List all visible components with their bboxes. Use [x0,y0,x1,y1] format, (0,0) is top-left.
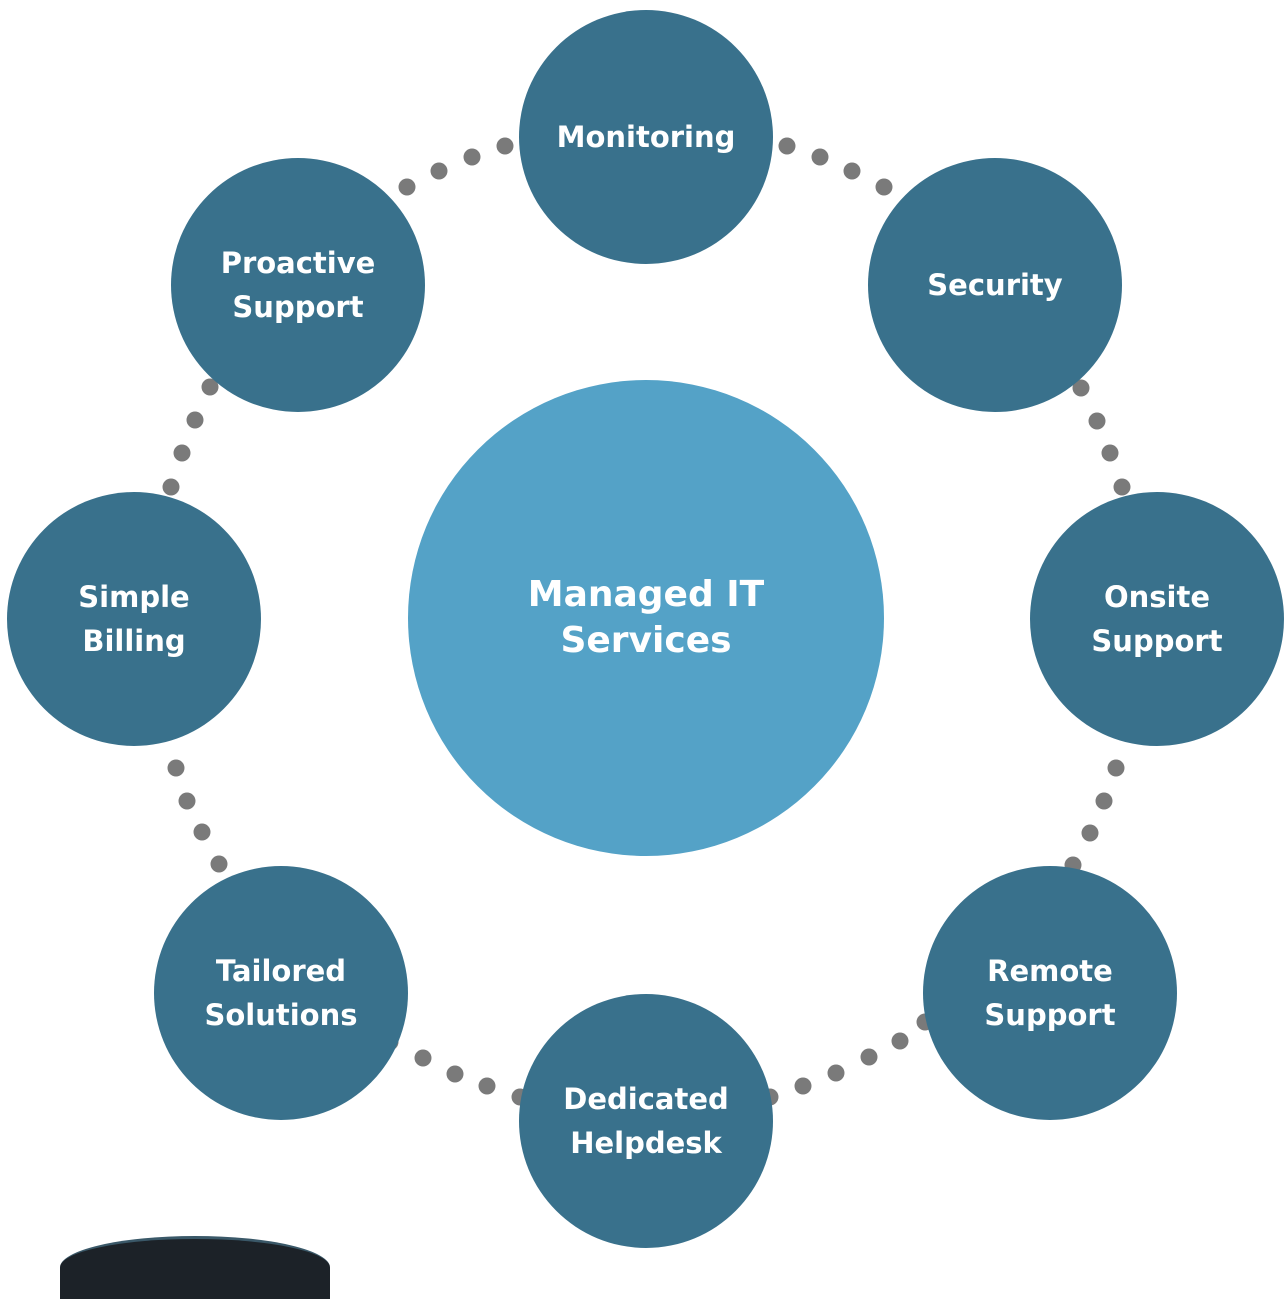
connector-dot [1101,444,1119,462]
dotted-ring [162,137,1131,1106]
node-remote-support: Remote Support [923,866,1177,1120]
connector-dot [430,162,448,180]
connector-dot [414,1049,432,1067]
connector-dot [178,792,196,810]
node-tailored-solutions: Tailored Solutions [154,866,408,1120]
node-security: Security [868,158,1122,412]
node-dedicated-helpdesk: Dedicated Helpdesk [519,994,773,1248]
connector-dot [201,378,219,396]
connector-dot [811,148,829,166]
node-onsite-support: Onsite Support [1030,492,1284,746]
diagram-canvas: Managed IT Services Monitoring Security … [7,10,1284,1299]
connector-dot [1088,412,1106,430]
center-node: Managed IT Services [408,380,884,856]
connector-dot [1113,478,1131,496]
connector-dot [891,1032,909,1050]
connector-dot [1107,759,1125,777]
node-label-onsite-support: Onsite Support [1091,580,1223,658]
node-label-remote-support: Remote Support [984,954,1116,1032]
node-label-simple-billing: Simple Billing [78,580,190,658]
center-label: Managed IT Services [527,574,765,661]
connector-dot [478,1077,496,1095]
connector-dot [860,1048,878,1066]
node-label-tailored-solutions: Tailored Solutions [204,954,358,1032]
connector-dot [398,178,416,196]
node-proactive-support: Proactive Support [171,158,425,412]
node-simple-billing: Simple Billing [7,492,261,746]
connector-dot [1095,792,1113,810]
connector-dot [167,759,185,777]
connector-dot [827,1064,845,1082]
node-label-dedicated-helpdesk: Dedicated Helpdesk [563,1082,729,1160]
connector-dot [1081,824,1099,842]
connector-dot [875,178,893,196]
connector-dot [193,823,211,841]
connector-dot [446,1065,464,1083]
connector-dot [186,411,204,429]
connector-dot [1072,379,1090,397]
node-monitoring: Monitoring [519,10,773,264]
node-label-monitoring: Monitoring [556,120,736,154]
connector-dot [794,1077,812,1095]
connector-dot [843,162,861,180]
node-label-proactive-support: Proactive Support [220,246,376,324]
connector-dot [173,444,191,462]
connector-dot [778,137,796,155]
node-label-security: Security [927,268,1063,302]
connector-dot [210,855,228,873]
decorative-image-fragment [60,1236,330,1299]
connector-dot [463,148,481,166]
connector-dot [162,478,180,496]
connector-dot [496,137,514,155]
